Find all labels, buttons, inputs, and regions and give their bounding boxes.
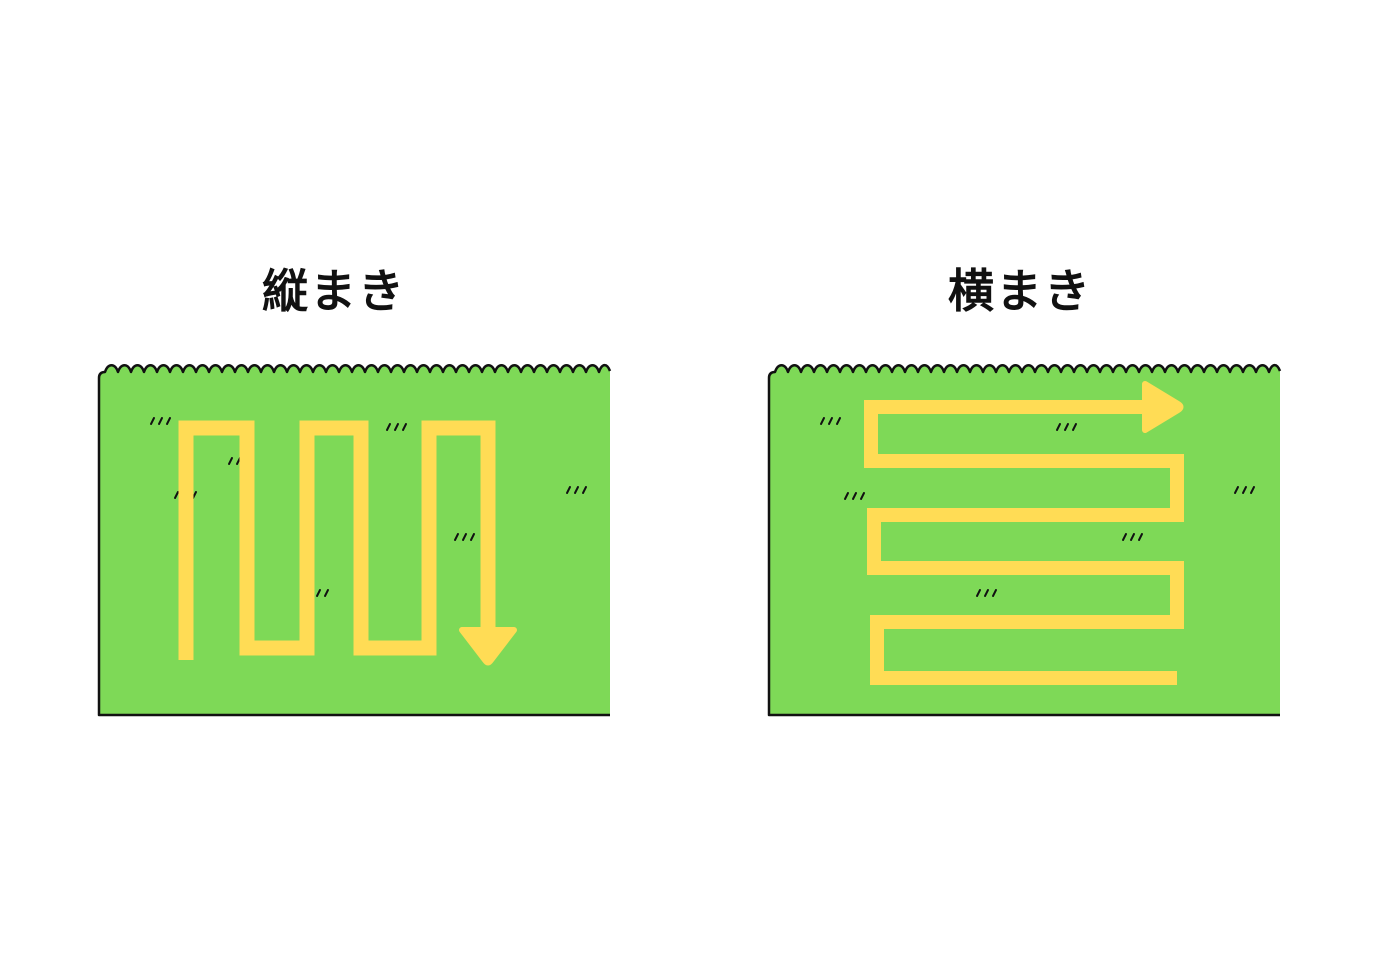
vertical-sowing-lawn	[95, 360, 615, 725]
vertical-sowing-title: 縦まき	[262, 255, 406, 321]
horizontal-sowing-lawn	[765, 360, 1285, 725]
horizontal-sowing-title: 横まき	[948, 255, 1092, 321]
lawn-area	[769, 365, 1280, 715]
